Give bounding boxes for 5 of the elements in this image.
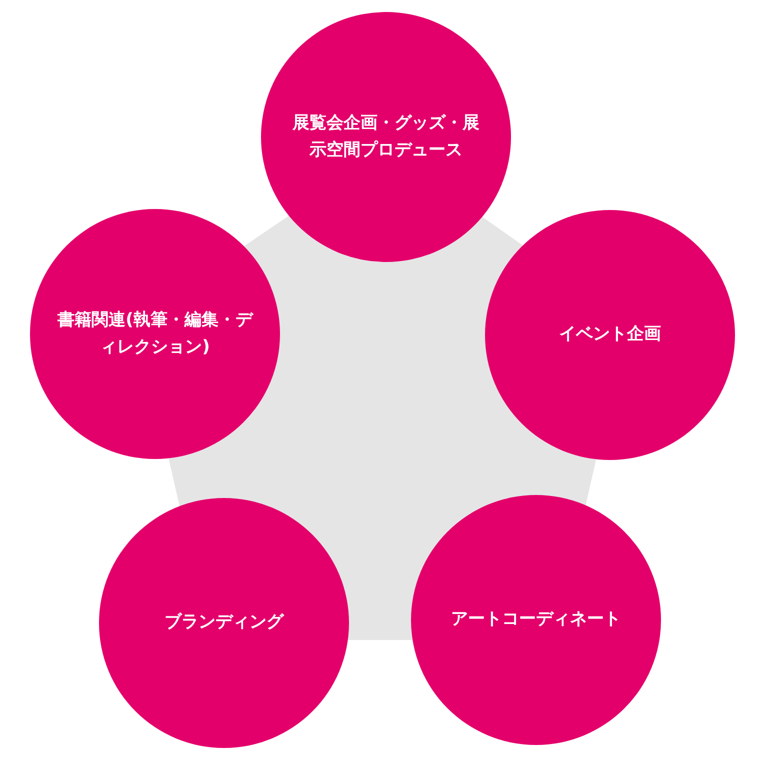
- circle-label: ブランディング: [164, 611, 284, 634]
- circle-label: 書籍関連(執筆・編集・ディレクション): [56, 308, 254, 359]
- circle-label: 展覧会企画・グッズ・展示空間プロデュース: [291, 112, 480, 162]
- circle-label: アートコーディネート: [451, 608, 621, 632]
- circle-label: イベント企画: [559, 323, 661, 346]
